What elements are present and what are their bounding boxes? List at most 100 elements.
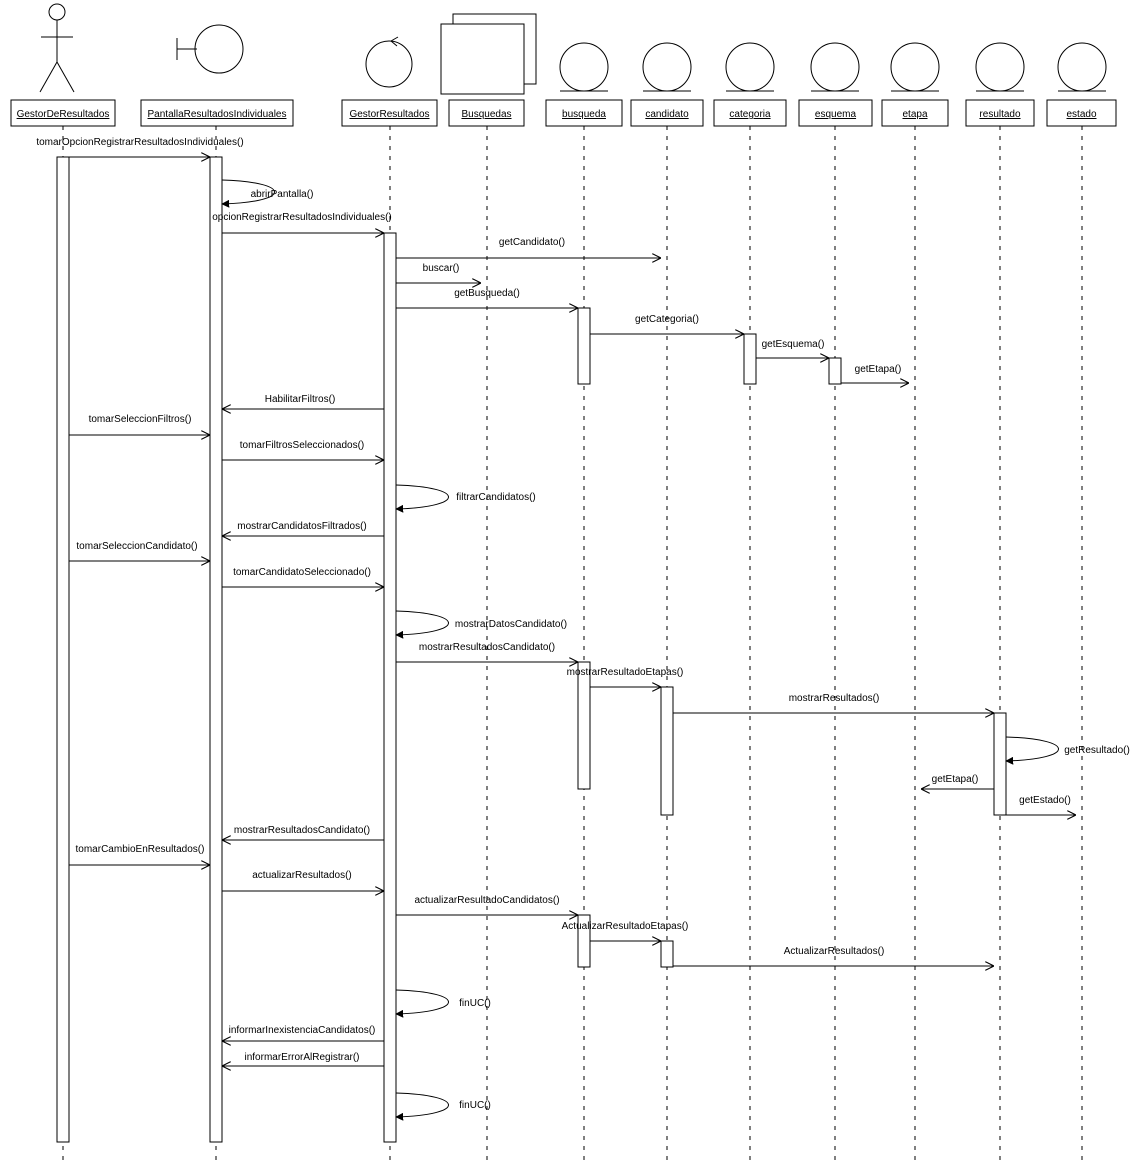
- message-label: getEtapa(): [855, 364, 902, 375]
- message-label: buscar(): [423, 263, 460, 274]
- activation-bar-gestor: [383, 232, 397, 1143]
- participant-label-gestorDeResultados: GestorDeResultados: [17, 109, 110, 120]
- participant-label-candidato: candidato: [645, 109, 689, 120]
- participant-box-esquema: [798, 99, 873, 127]
- message-m18: mostrarResultadosCandidato(): [396, 642, 578, 662]
- message-m33: finUC(): [395, 1092, 491, 1121]
- message-label: opcionRegistrarResultadosIndividuales(): [212, 212, 392, 223]
- message-m28: ActualizarResultadoEtapas(): [562, 921, 689, 941]
- message-m12: tomarFiltrosSeleccionados(): [222, 440, 384, 460]
- message-label: ActualizarResultados(): [784, 946, 885, 957]
- message-m26: actualizarResultados(): [222, 870, 384, 891]
- activation-bars: [56, 156, 1007, 1143]
- entity-icon-categoria: [725, 42, 775, 92]
- activation-bar-categoria: [743, 333, 757, 385]
- message-m21: getResultado(): [1005, 736, 1130, 765]
- participant-box-resultado: [965, 99, 1035, 127]
- messages: tomarOpcionRegistrarResultadosIndividual…: [36, 137, 1130, 1121]
- self-call-arrow: [221, 179, 275, 208]
- message-m2: abrirPantalla(): [221, 179, 313, 208]
- self-call-arrow: [1005, 736, 1059, 765]
- self-call-arrow: [395, 484, 449, 513]
- message-label: getCategoria(): [635, 314, 699, 325]
- message-m5: buscar(): [396, 263, 481, 283]
- message-m6: getBusqueda(): [396, 288, 578, 308]
- message-m25: tomarCambioEnResultados(): [69, 844, 210, 865]
- message-label: filtrarCandidatos(): [456, 492, 535, 503]
- message-m31: informarInexistenciaCandidatos(): [222, 1025, 384, 1041]
- participant-box-categoria: [713, 99, 787, 127]
- message-m22: getEtapa(): [921, 774, 994, 789]
- message-label: actualizarResultados(): [252, 870, 352, 881]
- message-label: mostrarResultadosCandidato(): [419, 642, 555, 653]
- message-label: getEtapa(): [932, 774, 979, 785]
- message-label: ActualizarResultadoEtapas(): [562, 921, 689, 932]
- message-m23: getEstado(): [1006, 795, 1076, 815]
- message-m27: actualizarResultadoCandidatos(): [396, 895, 578, 915]
- message-m3: opcionRegistrarResultadosIndividuales(): [212, 212, 392, 233]
- message-m30: finUC(): [395, 989, 491, 1018]
- message-label: mostrarDatosCandidato(): [455, 619, 567, 630]
- message-m29: ActualizarResultados(): [673, 946, 994, 966]
- message-m8: getEsquema(): [756, 339, 829, 358]
- participant-box-busqueda: [545, 99, 623, 127]
- participant-box-etapa: [881, 99, 949, 127]
- message-label: tomarOpcionRegistrarResultadosIndividual…: [36, 137, 243, 148]
- participant-headers: GestorDeResultados PantallaResultadosIndi…: [10, 99, 1117, 127]
- message-m24: mostrarResultadosCandidato(): [222, 825, 384, 840]
- participant-label-resultado: resultado: [979, 109, 1021, 120]
- activation-bar-candidato: [660, 686, 674, 816]
- message-m17: mostrarDatosCandidato(): [395, 610, 567, 639]
- participant-label-gestor: GestorResultados: [349, 109, 429, 120]
- message-label: getCandidato(): [499, 237, 565, 248]
- entity-icon-busqueda: [559, 42, 609, 92]
- activation-bar-candidato: [660, 940, 674, 968]
- participant-label-estado: estado: [1066, 109, 1096, 120]
- entity-icon-estado: [1057, 42, 1107, 92]
- message-m7: getCategoria(): [590, 314, 744, 334]
- self-call-arrow: [395, 610, 449, 639]
- participant-label-pantalla: PantallaResultadosIndividuales: [148, 109, 287, 120]
- participant-label-esquema: esquema: [815, 109, 857, 120]
- message-m10: HabilitarFiltros(): [222, 394, 384, 409]
- message-label: tomarCandidatoSeleccionado(): [233, 567, 371, 578]
- message-m1: tomarOpcionRegistrarResultadosIndividual…: [36, 137, 244, 157]
- message-label: finUC(): [459, 998, 491, 1009]
- participant-label-busquedas: Busquedas: [461, 109, 511, 120]
- self-call-arrow: [395, 989, 449, 1018]
- participant-label-etapa: etapa: [902, 109, 927, 120]
- entity-icons: [559, 42, 1107, 92]
- activation-bar-busqueda: [577, 661, 591, 790]
- activation-bar-resultado: [993, 712, 1007, 816]
- message-m16: tomarCandidatoSeleccionado(): [222, 567, 384, 587]
- collection-icon: [440, 13, 537, 95]
- message-m4: getCandidato(): [396, 237, 661, 258]
- message-m14: mostrarCandidatosFiltrados(): [222, 521, 384, 536]
- participant-icons: [39, 3, 1107, 95]
- message-label: mostrarResultadoEtapas(): [567, 667, 684, 678]
- activation-bar-pantalla: [209, 156, 223, 1143]
- entity-icon-resultado: [975, 42, 1025, 92]
- self-call-arrow: [395, 1092, 449, 1121]
- message-label: getEsquema(): [762, 339, 825, 350]
- message-label: mostrarCandidatosFiltrados(): [237, 521, 367, 532]
- activation-bar-gestorDeResultados: [56, 156, 70, 1143]
- participant-label-categoria: categoria: [729, 109, 771, 120]
- message-label: informarErrorAlRegistrar(): [244, 1052, 359, 1063]
- message-m13: filtrarCandidatos(): [395, 484, 536, 513]
- entity-icon-etapa: [890, 42, 940, 92]
- message-m15: tomarSeleccionCandidato(): [69, 541, 210, 561]
- message-m32: informarErrorAlRegistrar(): [222, 1052, 384, 1066]
- message-label: HabilitarFiltros(): [265, 394, 336, 405]
- message-m9: getEtapa(): [841, 364, 909, 383]
- participant-box-candidato: [630, 99, 704, 127]
- participant-box-gestor: [341, 99, 438, 127]
- message-m11: tomarSeleccionFiltros(): [69, 414, 210, 435]
- boundary-icon: [176, 24, 244, 74]
- message-label: actualizarResultadoCandidatos(): [414, 895, 559, 906]
- message-m19: mostrarResultadoEtapas(): [567, 667, 684, 687]
- message-label: getBusqueda(): [454, 288, 520, 299]
- control-icon: [365, 36, 413, 88]
- actor-icon: [39, 3, 75, 93]
